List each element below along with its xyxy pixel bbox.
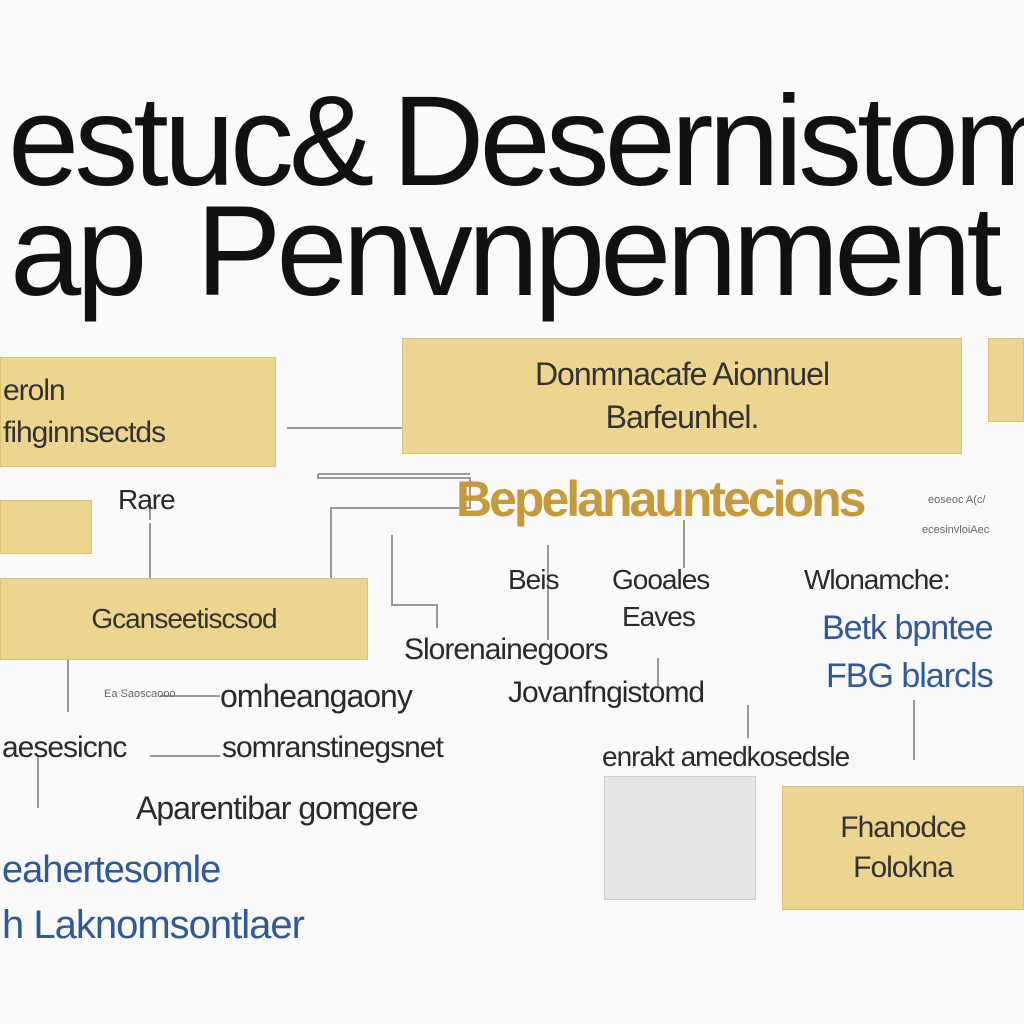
box-top-left-line-1: eroln <box>3 374 66 407</box>
label-beplanauntecions: Bepelanauntecions <box>456 471 866 527</box>
box-bottom-right: Fhanodce Folokna <box>782 786 1024 910</box>
label-eaher: eahertesomle <box>2 849 221 891</box>
box-small-left <box>0 500 92 554</box>
title-word-1: estuc& <box>8 70 374 213</box>
label-small-2: ecesinvloiAec <box>922 524 990 536</box>
label-aesesn: aesesicnc <box>2 731 127 764</box>
box-middle-left: Gcanseetiscsod <box>0 578 368 660</box>
box-top-center: Donmnacafe Aionnuel Barfeunhel. <box>402 338 962 454</box>
gray-panel <box>604 776 756 900</box>
label-fbg: FBG blarcls <box>826 657 994 695</box>
label-lakn: h Laknomsontlaer <box>2 903 305 947</box>
box-top-right <box>988 338 1024 422</box>
label-rare: Rare <box>118 484 176 515</box>
title-word-4: Penvnpenment <box>196 180 1002 323</box>
label-beis: Beis <box>508 564 559 595</box>
label-jovans: Jovanfngistomd <box>508 676 705 709</box>
title-word-3: ap <box>10 180 147 323</box>
label-cooales: Gooales <box>612 564 710 595</box>
label-betk: Betk bpntee <box>822 609 993 647</box>
box-top-center-line-1: Donmnacafe Aionnuel <box>534 356 830 392</box>
box-bottom-right-line-1: Fhanodce <box>840 811 966 844</box>
label-siorem: Slorenainegoors <box>404 633 608 666</box>
label-aparent: Aparentibar gomgere <box>136 790 419 826</box>
box-top-left: eroln fihginnsectds <box>0 357 276 467</box>
label-small-3: Ea Saoscaooo <box>104 688 176 700</box>
label-wmonamche: Wlonamche: <box>804 564 951 595</box>
box-top-center-line-2: Barfeunhel. <box>605 399 760 435</box>
label-omheang: omheangaony <box>220 678 413 714</box>
box-top-left-line-2: fihginnsectds <box>3 416 166 449</box>
box-middle-left-label: Gcanseetiscsod <box>91 603 277 634</box>
title-word-2: Desernistom <box>392 70 1024 213</box>
label-caves: Eaves <box>622 601 696 632</box>
label-small-1: eoseoc A(c/ <box>928 494 986 506</box>
label-enrakt: enrakt amedkosedsle <box>602 741 850 772</box>
box-bottom-right-line-2: Folokna <box>853 851 954 884</box>
label-somranst: somranstinegsnet <box>222 731 444 764</box>
